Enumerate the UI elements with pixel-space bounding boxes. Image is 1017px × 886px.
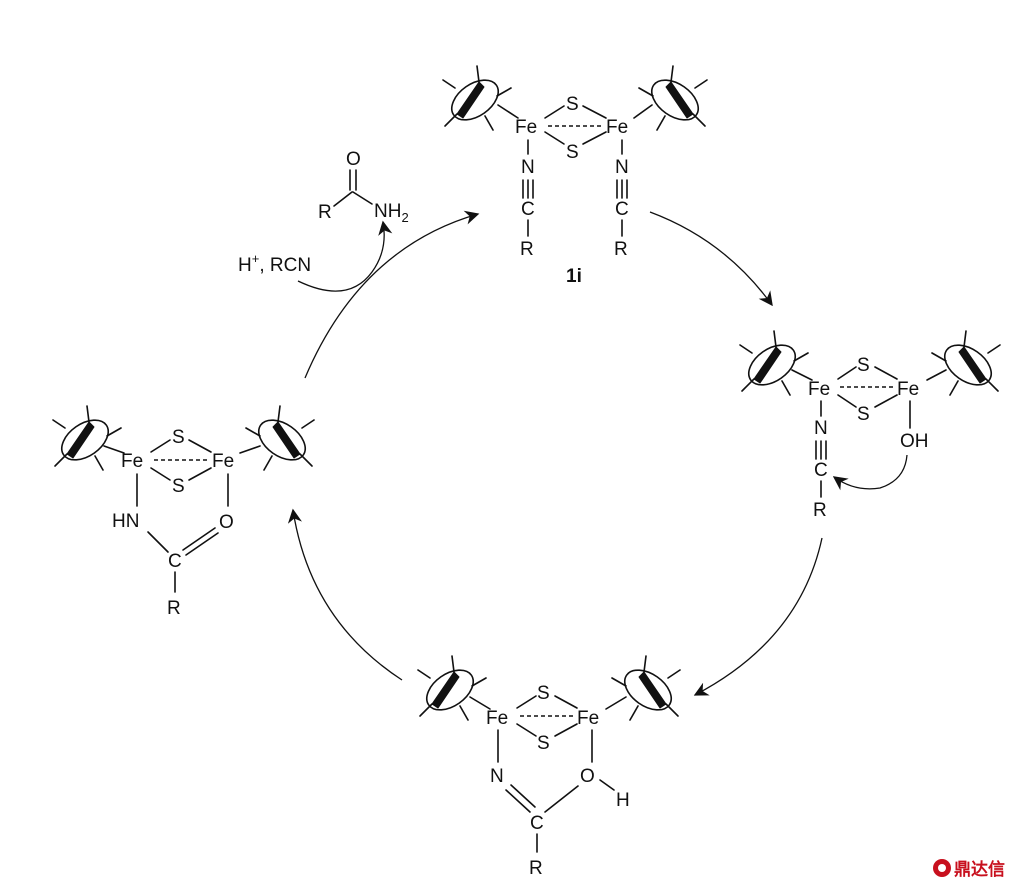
- structure-imidate-intermediate: Fe Fe S S N C O H R: [417, 655, 681, 879]
- r-group-label: R: [813, 500, 827, 521]
- curly-arrow-hydroxide-attack: [832, 454, 908, 491]
- carbon-atom-label: C: [814, 460, 828, 481]
- cp-star-ring: [52, 405, 122, 471]
- r-group-label: R: [529, 858, 543, 879]
- reagent-label: H+, RCN: [238, 251, 311, 276]
- sulfur-atom-label: S: [857, 355, 870, 376]
- carbon-atom-label: C: [168, 551, 182, 572]
- amido-group-label: HN: [112, 511, 139, 532]
- r-group-label: R: [167, 598, 181, 619]
- cycle-arrow-right: [693, 537, 823, 696]
- nitrogen-atom-label: N: [490, 766, 504, 787]
- hydrogen-atom-label: H: [616, 790, 630, 811]
- hydroxide-label: OH: [900, 431, 929, 452]
- nitrogen-atom-label: N: [521, 157, 535, 178]
- sulfur-atom-label: S: [172, 476, 185, 497]
- carbon-atom-label: C: [615, 199, 629, 220]
- cp-star-ring: [739, 330, 809, 396]
- cp-star-ring: [245, 405, 315, 471]
- sulfur-atom-label: S: [537, 683, 550, 704]
- r-group-label: R: [520, 239, 534, 260]
- side-arrow-reagent: [297, 220, 393, 292]
- cp-star-ring: [417, 655, 487, 721]
- fe-atom-label: Fe: [121, 451, 143, 472]
- nitrogen-atom-label: N: [814, 418, 828, 439]
- fe-atom-label: Fe: [486, 708, 508, 729]
- structure-hydroxide-intermediate: Fe Fe S S N C R OH: [739, 330, 1001, 521]
- r-group-label: R: [318, 202, 332, 223]
- r-group-label: R: [614, 239, 628, 260]
- sulfur-atom-label: S: [172, 427, 185, 448]
- fe-atom-label: Fe: [515, 117, 537, 138]
- fe-atom-label: Fe: [897, 379, 919, 400]
- oxygen-atom-label: O: [580, 766, 595, 787]
- sulfur-atom-label: S: [857, 404, 870, 425]
- cp-star-ring: [442, 65, 512, 131]
- compound-label: 1i: [566, 266, 582, 287]
- logo-icon: [933, 858, 951, 877]
- carbon-atom-label: C: [530, 813, 544, 834]
- cycle-arrow-left: [304, 210, 480, 379]
- structure-1i: Fe Fe S S N C R N C R 1i: [442, 65, 708, 287]
- amine-group-label: NH2: [374, 201, 409, 225]
- fe-atom-label: Fe: [808, 379, 830, 400]
- cycle-arrow-top-right: [649, 211, 773, 307]
- amide-product: O R NH2: [318, 149, 409, 225]
- sulfur-atom-label: S: [566, 142, 579, 163]
- oxygen-atom-label: O: [346, 149, 361, 170]
- cp-star-ring: [611, 655, 681, 721]
- oxygen-atom-label: O: [219, 512, 234, 533]
- cycle-arrow-bottom-left: [287, 508, 403, 681]
- fe-atom-label: Fe: [212, 451, 234, 472]
- cp-star-ring: [638, 65, 708, 131]
- logo-text: 鼎达信: [954, 860, 1005, 880]
- watermark-logo: 鼎达信: [933, 855, 1005, 880]
- nitrogen-atom-label: N: [615, 157, 629, 178]
- fe-atom-label: Fe: [577, 708, 599, 729]
- sulfur-atom-label: S: [537, 733, 550, 754]
- carbon-atom-label: C: [521, 199, 535, 220]
- cp-star-ring: [931, 330, 1001, 396]
- sulfur-atom-label: S: [566, 94, 579, 115]
- fe-atom-label: Fe: [606, 117, 628, 138]
- structure-amidate-intermediate: Fe Fe S S HN C O R: [52, 405, 315, 619]
